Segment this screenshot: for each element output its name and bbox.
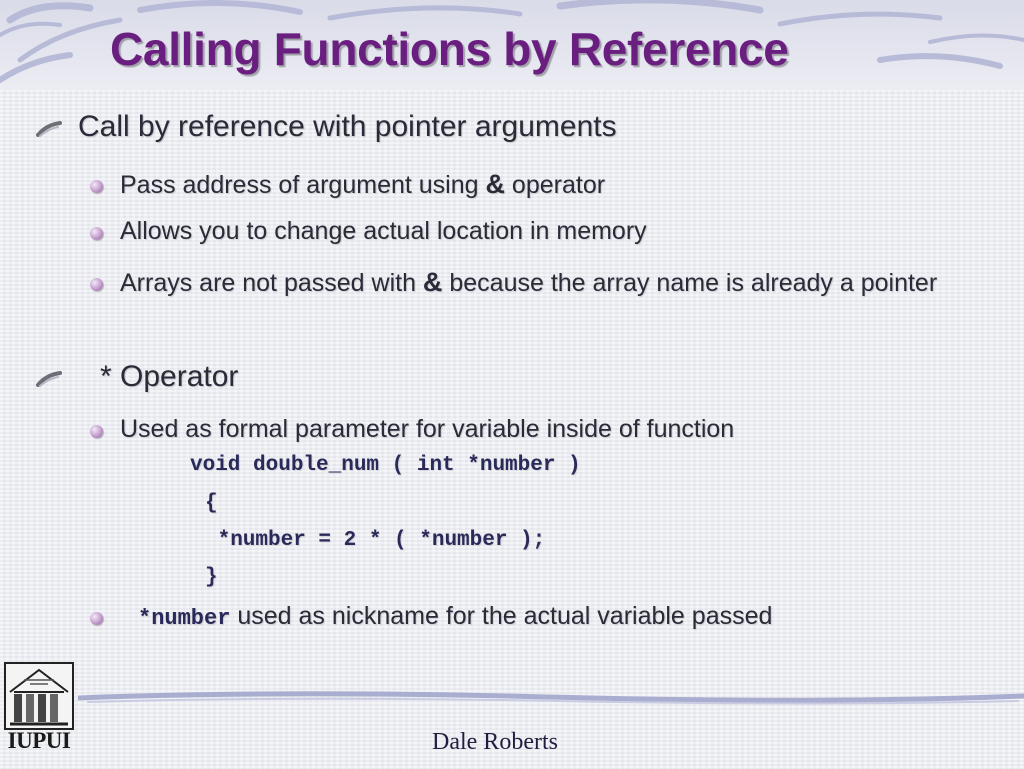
sub-bullet-text: Pass address of argument using	[120, 171, 486, 199]
title-banner: Calling Functions by Reference	[0, 0, 1024, 90]
ampersand-operator: &	[485, 169, 505, 199]
sphere-bullet-icon	[90, 612, 103, 625]
footer-author: Dale Roberts	[432, 729, 558, 755]
sphere-bullet-icon	[90, 227, 103, 240]
sub-bullet-pass-address: Pass address of argument using & operato…	[120, 164, 980, 205]
banner-swoosh-icon	[0, 0, 1024, 83]
sub-bullet-change-memory: Allows you to change actual location in …	[120, 217, 647, 245]
ampersand-operator: &	[422, 267, 443, 297]
logo-text: IUPUI	[7, 728, 71, 753]
bullet-star-operator: * Operator	[100, 360, 238, 394]
iupui-logo: IUPUI	[4, 662, 74, 764]
quill-stroke-icon	[36, 371, 62, 387]
code-inline: *number	[138, 606, 231, 631]
sphere-bullet-icon	[90, 425, 103, 438]
sub-bullet-text: Arrays are not passed with	[120, 269, 423, 297]
sub-bullet-text: operator	[504, 171, 606, 199]
sub-bullet-nickname: *number used as nickname for the actual …	[138, 596, 998, 639]
sphere-bullet-icon	[90, 180, 103, 193]
bullet-call-by-reference: Call by reference with pointer arguments	[78, 110, 617, 143]
footer-swoosh-icon	[78, 691, 1024, 705]
sphere-bullet-icon	[90, 278, 103, 291]
code-line-close-brace: }	[205, 566, 218, 589]
bullet-text: Operator	[120, 360, 239, 393]
code-line-body: *number = 2 * ( *number );	[205, 529, 546, 552]
slide-title: Calling Functions by Reference	[110, 23, 789, 75]
code-line-open-brace: {	[205, 492, 218, 515]
sub-bullet-arrays: Arrays are not passed with & because the…	[120, 262, 970, 303]
code-line-signature: void double_num ( int *number )	[190, 454, 581, 477]
iupui-building-logo	[4, 662, 74, 730]
sub-bullet-formal-parameter: Used as formal parameter for variable in…	[120, 415, 735, 443]
sub-bullet-text: because the array name is already a poin…	[442, 269, 938, 297]
sub-bullet-text: used as nickname for the actual variable…	[230, 602, 773, 630]
star-symbol: *	[100, 360, 112, 393]
quill-stroke-icon	[36, 121, 62, 137]
